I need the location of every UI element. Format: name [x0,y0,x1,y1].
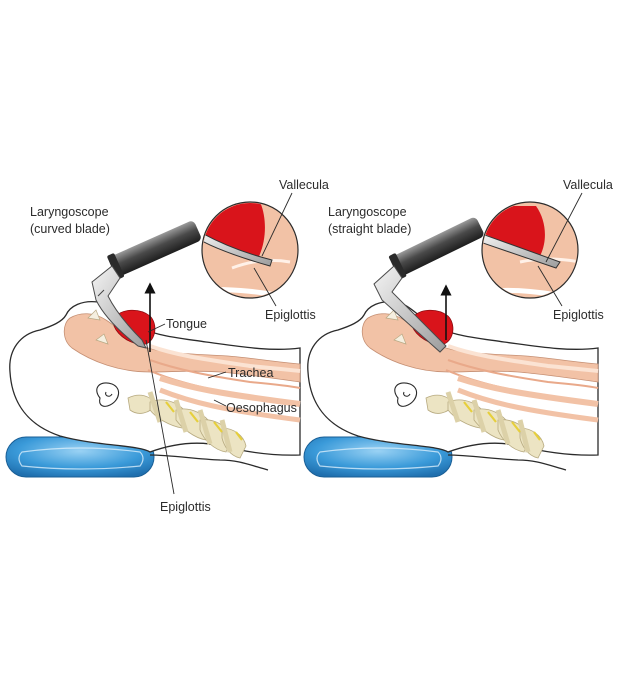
epiglottis-bottom-label: Epiglottis [160,500,211,514]
laryngoscope-label-line1-right: Laryngoscope [328,205,407,219]
laryngoscope-curved [91,221,201,349]
right-panel-straight-blade [304,201,598,477]
oesophagus-label: Oesophagus [226,401,297,415]
laryngoscope-label-line2: (curved blade) [30,222,110,236]
right-labels: Laryngoscope (straight blade) Vallecula … [328,178,613,322]
vallecula-label-right: Vallecula [563,178,613,192]
vallecula-inset-straight [481,201,579,299]
leader-lines [145,192,583,495]
vallecula-inset-curved [201,201,299,299]
laryngoscope-label-line2-right: (straight blade) [328,222,411,236]
epiglottis-inset-label-right: Epiglottis [553,308,604,322]
epiglottis-inset-label: Epiglottis [265,308,316,322]
laryngoscope-straight [373,217,484,353]
trachea-label: Trachea [228,366,273,380]
laryngoscope-label-line1: Laryngoscope [30,205,109,219]
vallecula-label: Vallecula [279,178,329,192]
left-labels: Laryngoscope (curved blade) Vallecula Ep… [30,178,329,514]
tongue-label: Tongue [166,317,207,331]
left-panel-curved-blade [6,201,300,477]
